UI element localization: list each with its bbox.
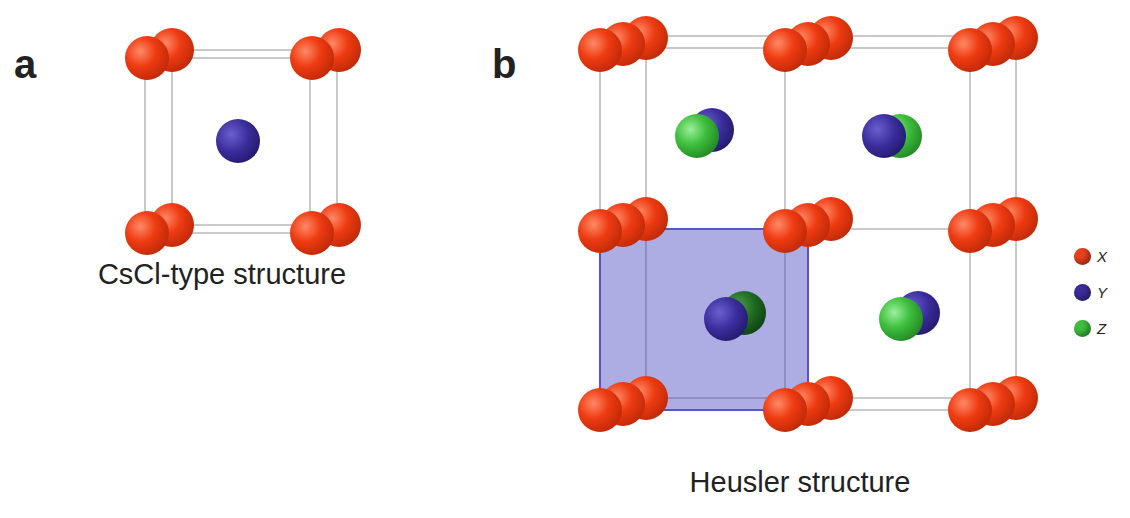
- cscl-atoms: [125, 28, 361, 255]
- panel-caption: Heusler structure: [690, 466, 911, 499]
- heusler-atoms: [578, 16, 1038, 432]
- unit-cell-lines: [600, 36, 1016, 410]
- panel-letter: a: [14, 42, 36, 87]
- legend-swatch: [1074, 248, 1091, 265]
- panel-letter: b: [492, 42, 516, 87]
- legend-swatch: [1074, 320, 1091, 337]
- legend-text: X: [1097, 248, 1107, 265]
- legend-swatch: [1074, 284, 1091, 301]
- legend-text: Z: [1097, 320, 1106, 337]
- legend-row: Z: [1074, 320, 1106, 337]
- legend-row: X: [1074, 248, 1107, 265]
- legend-row: Y: [1074, 284, 1107, 301]
- panel-caption: CsCl-type structure: [98, 258, 346, 291]
- legend-text: Y: [1097, 284, 1107, 301]
